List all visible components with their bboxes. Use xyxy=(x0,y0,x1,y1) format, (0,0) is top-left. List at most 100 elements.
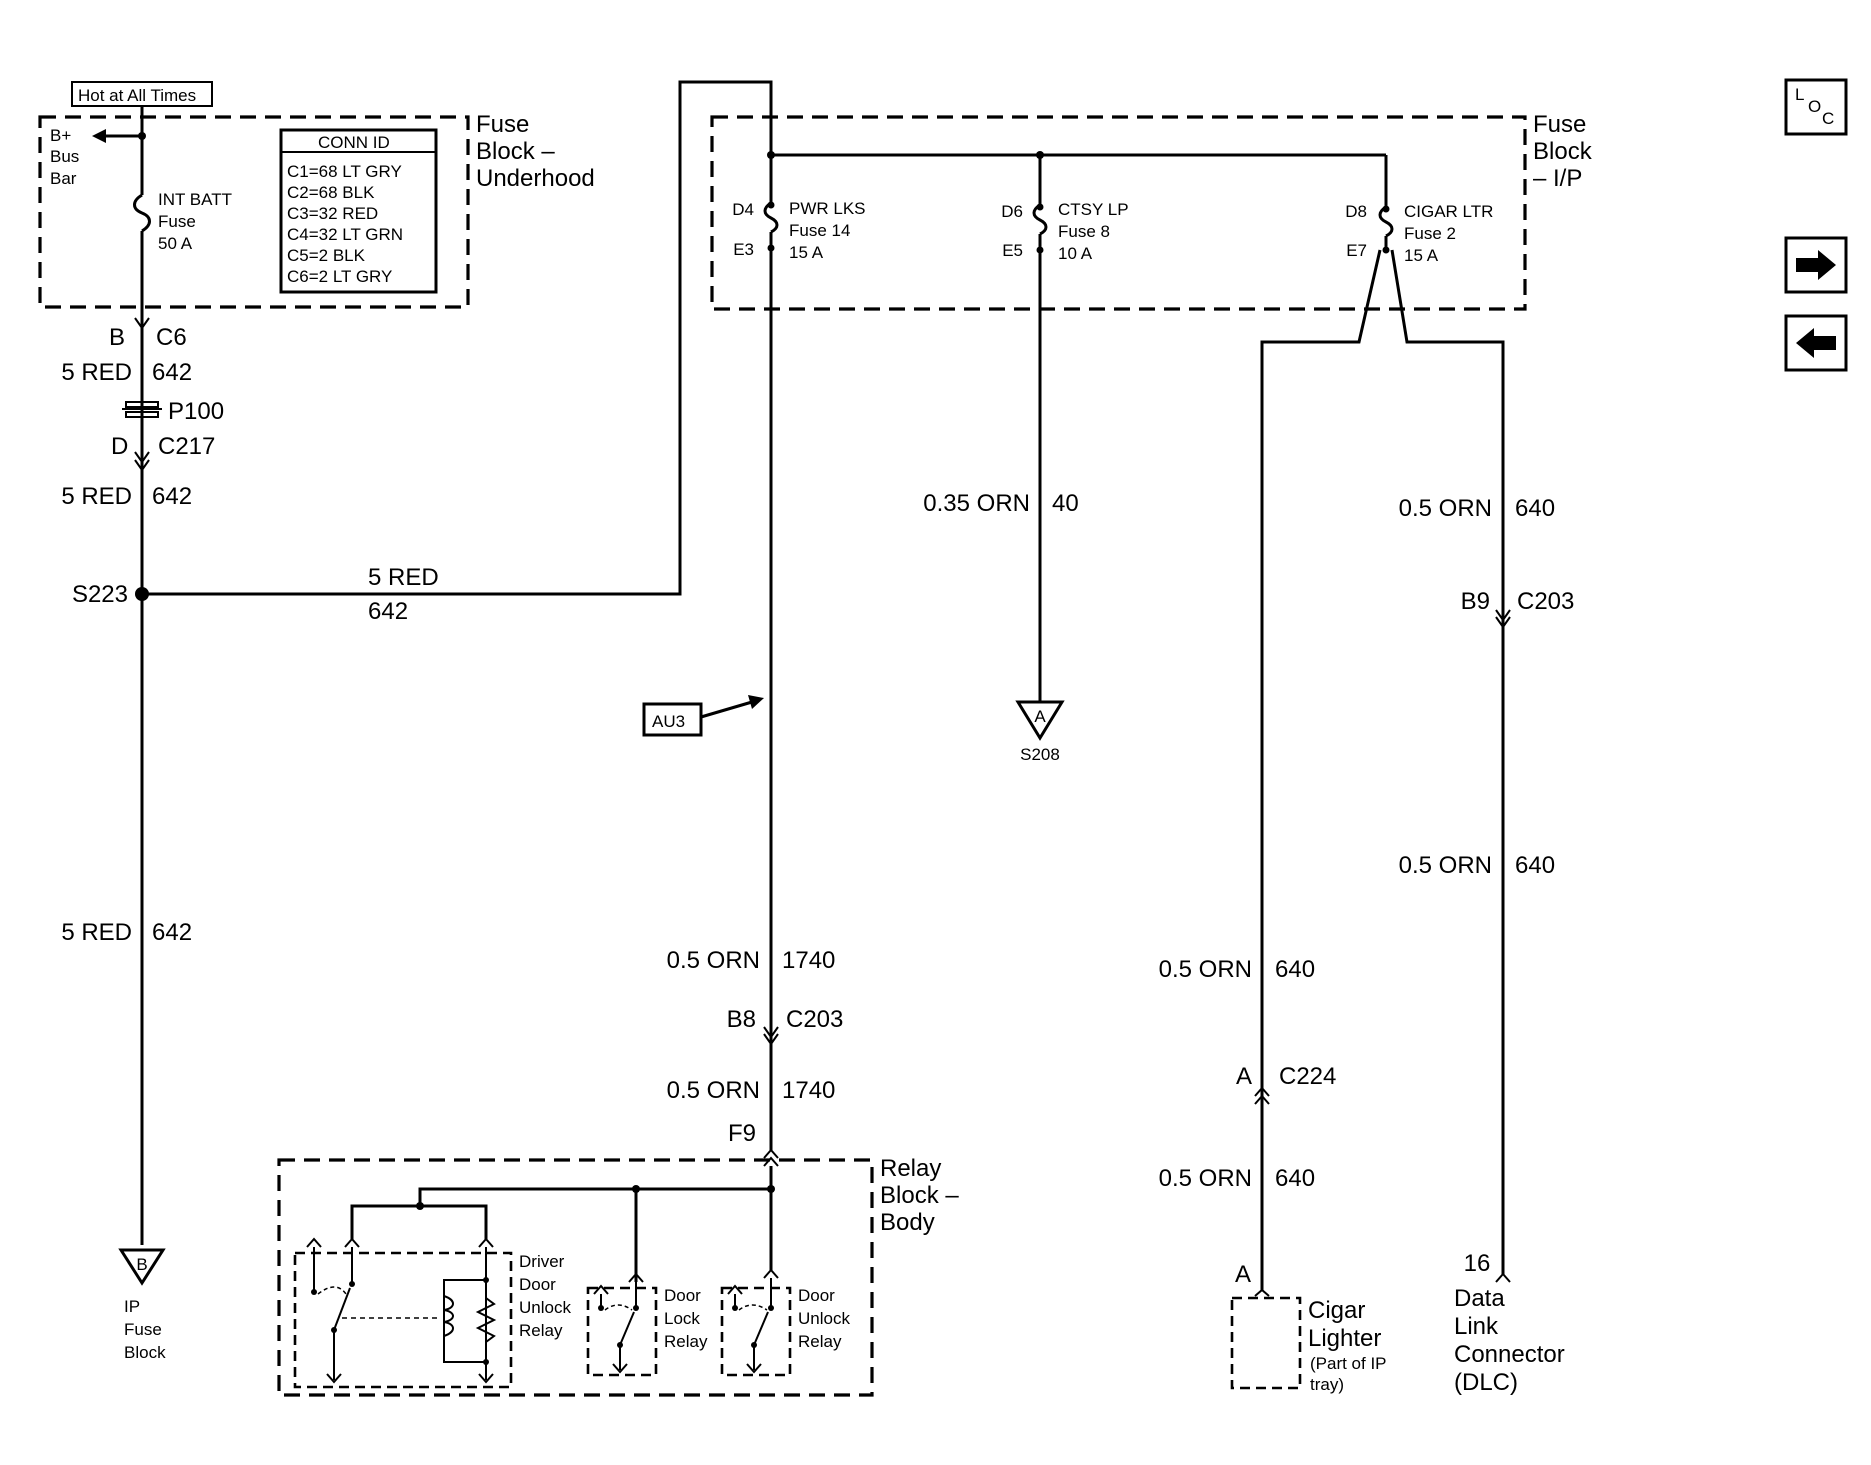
cigar-wire-640: 0.5 ORN 640 A C224 0.5 ORN 640 A Cigar L… xyxy=(1159,956,1387,1394)
c203-pin-b8: B8 xyxy=(727,1006,756,1033)
lock-relay-label-1: Door xyxy=(664,1286,701,1305)
unlock-relay-label-1: Door xyxy=(798,1286,835,1305)
s208-label: S208 xyxy=(1020,745,1060,764)
cigar-split xyxy=(1260,249,1505,1290)
cigar-note-2: tray) xyxy=(1310,1375,1344,1394)
cigar-circuit-2: 640 xyxy=(1275,1165,1315,1192)
fuse2-label-2: Fuse 2 xyxy=(1404,224,1456,243)
dlc-wire-640: 0.5 ORN 640 B9 C203 0.5 ORN 640 16 Data … xyxy=(1399,495,1575,1396)
conn-id-row: C6=2 LT GRY xyxy=(287,267,392,286)
hot-at-all-times-box: Hot at All Times xyxy=(71,81,213,107)
int-batt-label-3: 50 A xyxy=(158,234,193,253)
fuse-block-underhood: Fuse Block – Underhood B+ Bus Bar INT BA… xyxy=(38,106,595,309)
ground-b-symbol: B xyxy=(118,1248,166,1286)
pwr-lks-wire-1740: AU3 0.5 ORN 1740 B8 C203 0.5 ORN 1740 F9 xyxy=(642,248,843,1167)
c217-pin-label: D xyxy=(111,433,128,460)
ctsy-wire-circuit: 40 xyxy=(1052,490,1079,517)
driver-relay-label-2: Door xyxy=(519,1275,556,1294)
fuse-block-underhood-title-3: Underhood xyxy=(476,165,595,192)
c203-pin-b9: B9 xyxy=(1461,588,1490,615)
fuse14-label-1: PWR LKS xyxy=(789,199,866,218)
relay-block-title-2: Block – xyxy=(880,1182,959,1209)
splice-wire-gauge: 5 RED xyxy=(368,564,439,591)
relay-coil-symbol xyxy=(443,1295,454,1337)
fuse-block-ip-title-1: Fuse xyxy=(1533,111,1586,138)
fuse2-label-3: 15 A xyxy=(1404,246,1439,265)
dlc-circuit-2: 640 xyxy=(1515,852,1555,879)
fuse14-top-pin: D4 xyxy=(732,200,754,219)
ctsy-lp-wire-40: 0.35 ORN 40 A S208 xyxy=(923,250,1079,764)
left-wire-gauge-3: 5 RED xyxy=(61,919,132,946)
pwr-lks-circuit-1: 1740 xyxy=(782,947,835,974)
pwr-lks-circuit-2: 1740 xyxy=(782,1077,835,1104)
ctsy-lp-fuse-symbol xyxy=(1032,203,1048,236)
cigar-circuit-1: 640 xyxy=(1275,956,1315,983)
int-batt-label-2: Fuse xyxy=(158,212,196,231)
fuse8-label-3: 10 A xyxy=(1058,244,1093,263)
left-wire-642: B C6 5 RED 642 P100 D C217 5 RED 642 S22… xyxy=(61,300,224,1362)
unlock-relay-label-3: Relay xyxy=(798,1332,842,1351)
int-batt-fuse-symbol xyxy=(133,193,151,233)
bus-bar-label-2: Bus xyxy=(50,147,79,166)
left-wire-circuit-3: 642 xyxy=(152,919,192,946)
lock-relay-label-3: Relay xyxy=(664,1332,708,1351)
int-batt-label-1: INT BATT xyxy=(158,190,232,209)
prev-page-button[interactable] xyxy=(1784,314,1848,372)
fuse8-bottom-pin: E5 xyxy=(1002,241,1023,260)
door-unlock-relay: Door Unlock Relay xyxy=(720,1268,850,1377)
conn-id-row: C5=2 BLK xyxy=(287,246,366,265)
dlc-label-3: Connector xyxy=(1454,1341,1565,1368)
driver-door-unlock-relay: Driver Door Unlock Relay xyxy=(293,1237,571,1389)
c203-label-b8: C203 xyxy=(786,1006,843,1033)
hot-label: Hot at All Times xyxy=(78,86,196,105)
ground-a-letter: A xyxy=(1034,707,1046,726)
fuse-block-underhood-title-2: Block – xyxy=(476,138,555,165)
ip-fuse-block-label-3: Block xyxy=(124,1343,166,1362)
p100-connector-symbol xyxy=(122,401,162,418)
loc-o: O xyxy=(1808,97,1821,116)
loc-l: L xyxy=(1795,85,1804,104)
left-wire-gauge-2: 5 RED xyxy=(61,483,132,510)
cigar-pin-label: A xyxy=(1235,1261,1251,1288)
fuse2-bottom-pin: E7 xyxy=(1346,241,1367,260)
fuse8-label-2: Fuse 8 xyxy=(1058,222,1110,241)
cigar-gauge-1: 0.5 ORN xyxy=(1159,956,1252,983)
dlc-label-1: Data xyxy=(1454,1285,1505,1312)
relay-block-title-1: Relay xyxy=(880,1155,941,1182)
c224-pin-label: A xyxy=(1236,1063,1252,1090)
fuse8-top-pin: D6 xyxy=(1001,202,1023,221)
conn-id-row: C4=32 LT GRN xyxy=(287,225,403,244)
splice-s223-label: S223 xyxy=(72,581,128,608)
ip-fuse-block-label-2: Fuse xyxy=(124,1320,162,1339)
c6-pin-label: B xyxy=(109,324,125,351)
relay-block-body: Relay Block – Body xyxy=(277,1155,959,1397)
left-wire-circuit-1: 642 xyxy=(152,359,192,386)
dlc-pin-label: 16 xyxy=(1464,1250,1491,1277)
driver-relay-label-1: Driver xyxy=(519,1252,565,1271)
dlc-label-2: Link xyxy=(1454,1313,1499,1340)
fuse2-label-1: CIGAR LTR xyxy=(1404,202,1493,221)
relay-resistor-symbol xyxy=(475,1297,497,1343)
cigar-lighter-box xyxy=(1230,1296,1302,1390)
conn-id-header: CONN ID xyxy=(318,133,390,152)
c6-label: C6 xyxy=(156,324,187,351)
f9-label: F9 xyxy=(728,1120,756,1147)
fuse14-label-2: Fuse 14 xyxy=(789,221,850,240)
fuse-block-ip: Fuse Block – I/P D4 E3 PWR LKS Fuse 14 1… xyxy=(710,111,1593,311)
door-lock-relay: Door Lock Relay xyxy=(586,1272,708,1377)
conn-id-table: CONN ID C1=68 LT GRY C2=68 BLK C3=32 RED… xyxy=(279,128,438,294)
ip-fuse-block-label-1: IP xyxy=(124,1297,140,1316)
c217-label: C217 xyxy=(158,433,215,460)
splice-wire-circuit: 642 xyxy=(368,598,408,625)
loc-c: C xyxy=(1822,109,1834,128)
cigar-gauge-2: 0.5 ORN xyxy=(1159,1165,1252,1192)
bus-bar-label-1: B+ xyxy=(50,126,71,145)
cigar-ltr-fuse-symbol xyxy=(1378,205,1394,238)
fuse2-top-pin: D8 xyxy=(1345,202,1367,221)
next-page-button[interactable] xyxy=(1784,236,1848,294)
bus-bar-label-3: Bar xyxy=(50,169,77,188)
conn-id-row: C2=68 BLK xyxy=(287,183,375,202)
ctsy-wire-gauge: 0.35 ORN xyxy=(923,490,1030,517)
loc-button[interactable]: L O C xyxy=(1784,78,1848,136)
